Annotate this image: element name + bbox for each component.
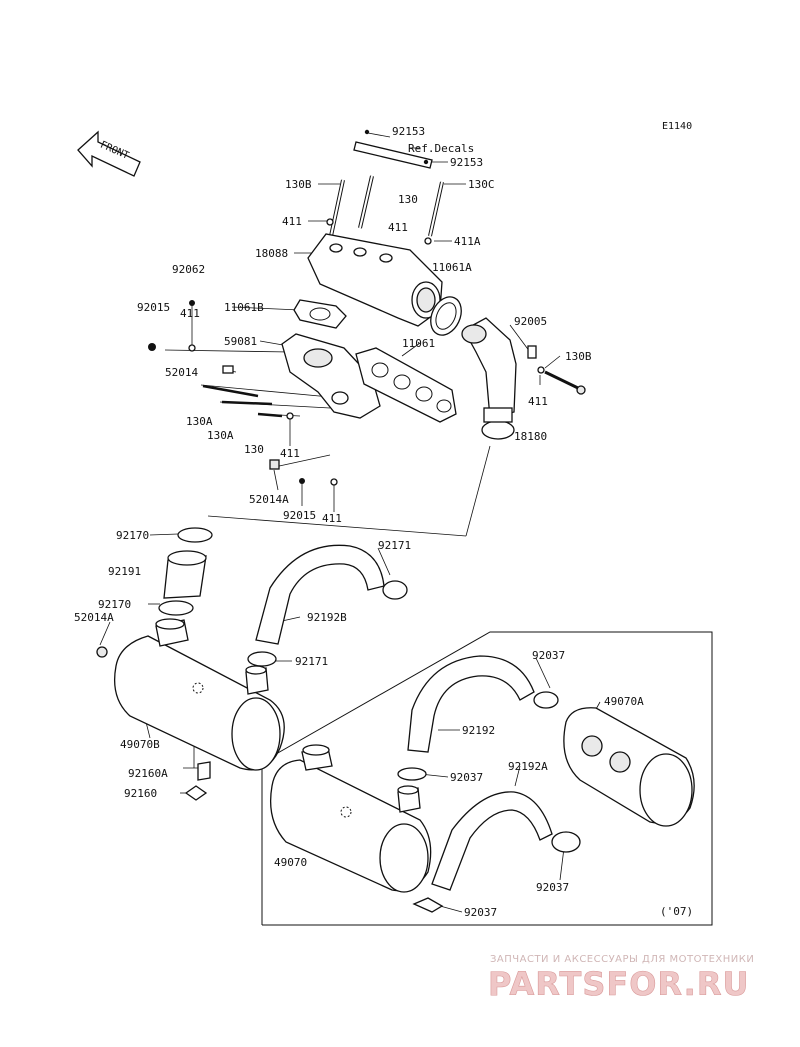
label-411-a: 411 xyxy=(282,215,302,228)
label-92037-d: 92037 xyxy=(464,906,497,919)
muffler-49070a xyxy=(563,707,695,827)
coupler-92191 xyxy=(163,550,207,599)
label-92171-a: 92171 xyxy=(378,539,411,552)
label-11061: 11061 xyxy=(402,337,435,350)
bolt-52014a-muffler xyxy=(96,646,108,658)
label-11061a: 11061A xyxy=(432,261,472,274)
label-49070b: 49070B xyxy=(120,738,160,751)
label-92015-b: 92015 xyxy=(283,509,316,522)
label-411a: 411A xyxy=(454,235,481,248)
part-labels: 92153 Ref.Decals 92153 130B 130 130C 411… xyxy=(74,125,693,919)
clamp-92171-lower xyxy=(247,651,277,667)
label-130a-b: 130A xyxy=(207,429,234,442)
label-130c: 130C xyxy=(468,178,495,191)
label-411-e: 411 xyxy=(280,447,300,460)
label-59081: 59081 xyxy=(224,335,257,348)
watermark-tagline: ЗАПЧАСТИ И АКСЕССУАРЫ ДЛЯ МОТОТЕХНИКИ xyxy=(490,954,754,965)
pad-92160a xyxy=(197,761,211,781)
label-18180: 18180 xyxy=(514,430,547,443)
label-52014: 52014 xyxy=(165,366,198,379)
label-92153-b: 92153 xyxy=(450,156,483,169)
decal-plate xyxy=(353,141,433,169)
watermark-logo: PARTSFOR.RU xyxy=(488,965,749,1003)
label-ref-decals: Ref.Decals xyxy=(408,142,474,155)
label-92192a: 92192A xyxy=(508,760,548,773)
clamp-92037-upper xyxy=(533,691,559,709)
label-411-c: 411 xyxy=(180,307,200,320)
label-92192: 92192 xyxy=(462,724,495,737)
inset-frame xyxy=(261,631,713,926)
label-92037-a: 92037 xyxy=(532,649,565,662)
clamp-92170-lower xyxy=(158,600,194,616)
label-92171-b: 92171 xyxy=(295,655,328,668)
leader-lines xyxy=(99,132,601,913)
label-92160: 92160 xyxy=(124,787,157,800)
label-130b-right: 130B xyxy=(565,350,592,363)
diagram-code: E1140 xyxy=(662,121,692,132)
clamp-92170-upper xyxy=(177,527,213,543)
label-52014a-a: 52014A xyxy=(249,493,289,506)
label-92005: 92005 xyxy=(514,315,547,328)
clamp-92037-right xyxy=(551,831,581,853)
label-130-b: 130 xyxy=(244,443,264,456)
label-130b-top: 130B xyxy=(285,178,312,191)
label-92153-a: 92153 xyxy=(392,125,425,138)
clamp-92171-upper xyxy=(382,580,408,600)
rivet-92153-top xyxy=(364,129,370,135)
muffler-49070b xyxy=(113,618,285,771)
label-92191: 92191 xyxy=(108,565,141,578)
label-11061b: 11061B xyxy=(224,301,264,314)
clamp-92037-bottom xyxy=(412,897,444,913)
label-92160a: 92160A xyxy=(128,767,168,780)
front-arrow: FRONT xyxy=(77,130,141,177)
label-411-b: 411 xyxy=(388,221,408,234)
year-note: ('07) xyxy=(660,905,693,918)
label-49070: 49070 xyxy=(274,856,307,869)
label-411-f: 411 xyxy=(322,512,342,525)
label-92037-b: 92037 xyxy=(450,771,483,784)
label-130a-a: 130A xyxy=(186,415,213,428)
label-52014a-b: 52014A xyxy=(74,611,114,624)
small-fasteners xyxy=(148,300,586,486)
hose-92192a xyxy=(431,791,553,891)
label-92037-c: 92037 xyxy=(536,881,569,894)
pad-92160 xyxy=(184,785,208,801)
clamp-92037-middle xyxy=(397,767,427,781)
label-92062: 92062 xyxy=(172,263,205,276)
rivet-92153-right xyxy=(423,159,429,165)
hose-92192 xyxy=(407,655,535,753)
label-92170-a: 92170 xyxy=(116,529,149,542)
label-92170-b: 92170 xyxy=(98,598,131,611)
muffler-49070 xyxy=(269,744,432,893)
label-130-top: 130 xyxy=(398,193,418,206)
bolts-upper xyxy=(326,175,444,245)
label-18088: 18088 xyxy=(255,247,288,260)
label-92015-a: 92015 xyxy=(137,301,170,314)
hose-92192b xyxy=(255,544,385,645)
label-92192b: 92192B xyxy=(307,611,347,624)
label-411-d: 411 xyxy=(528,395,548,408)
label-49070a: 49070A xyxy=(604,695,644,708)
